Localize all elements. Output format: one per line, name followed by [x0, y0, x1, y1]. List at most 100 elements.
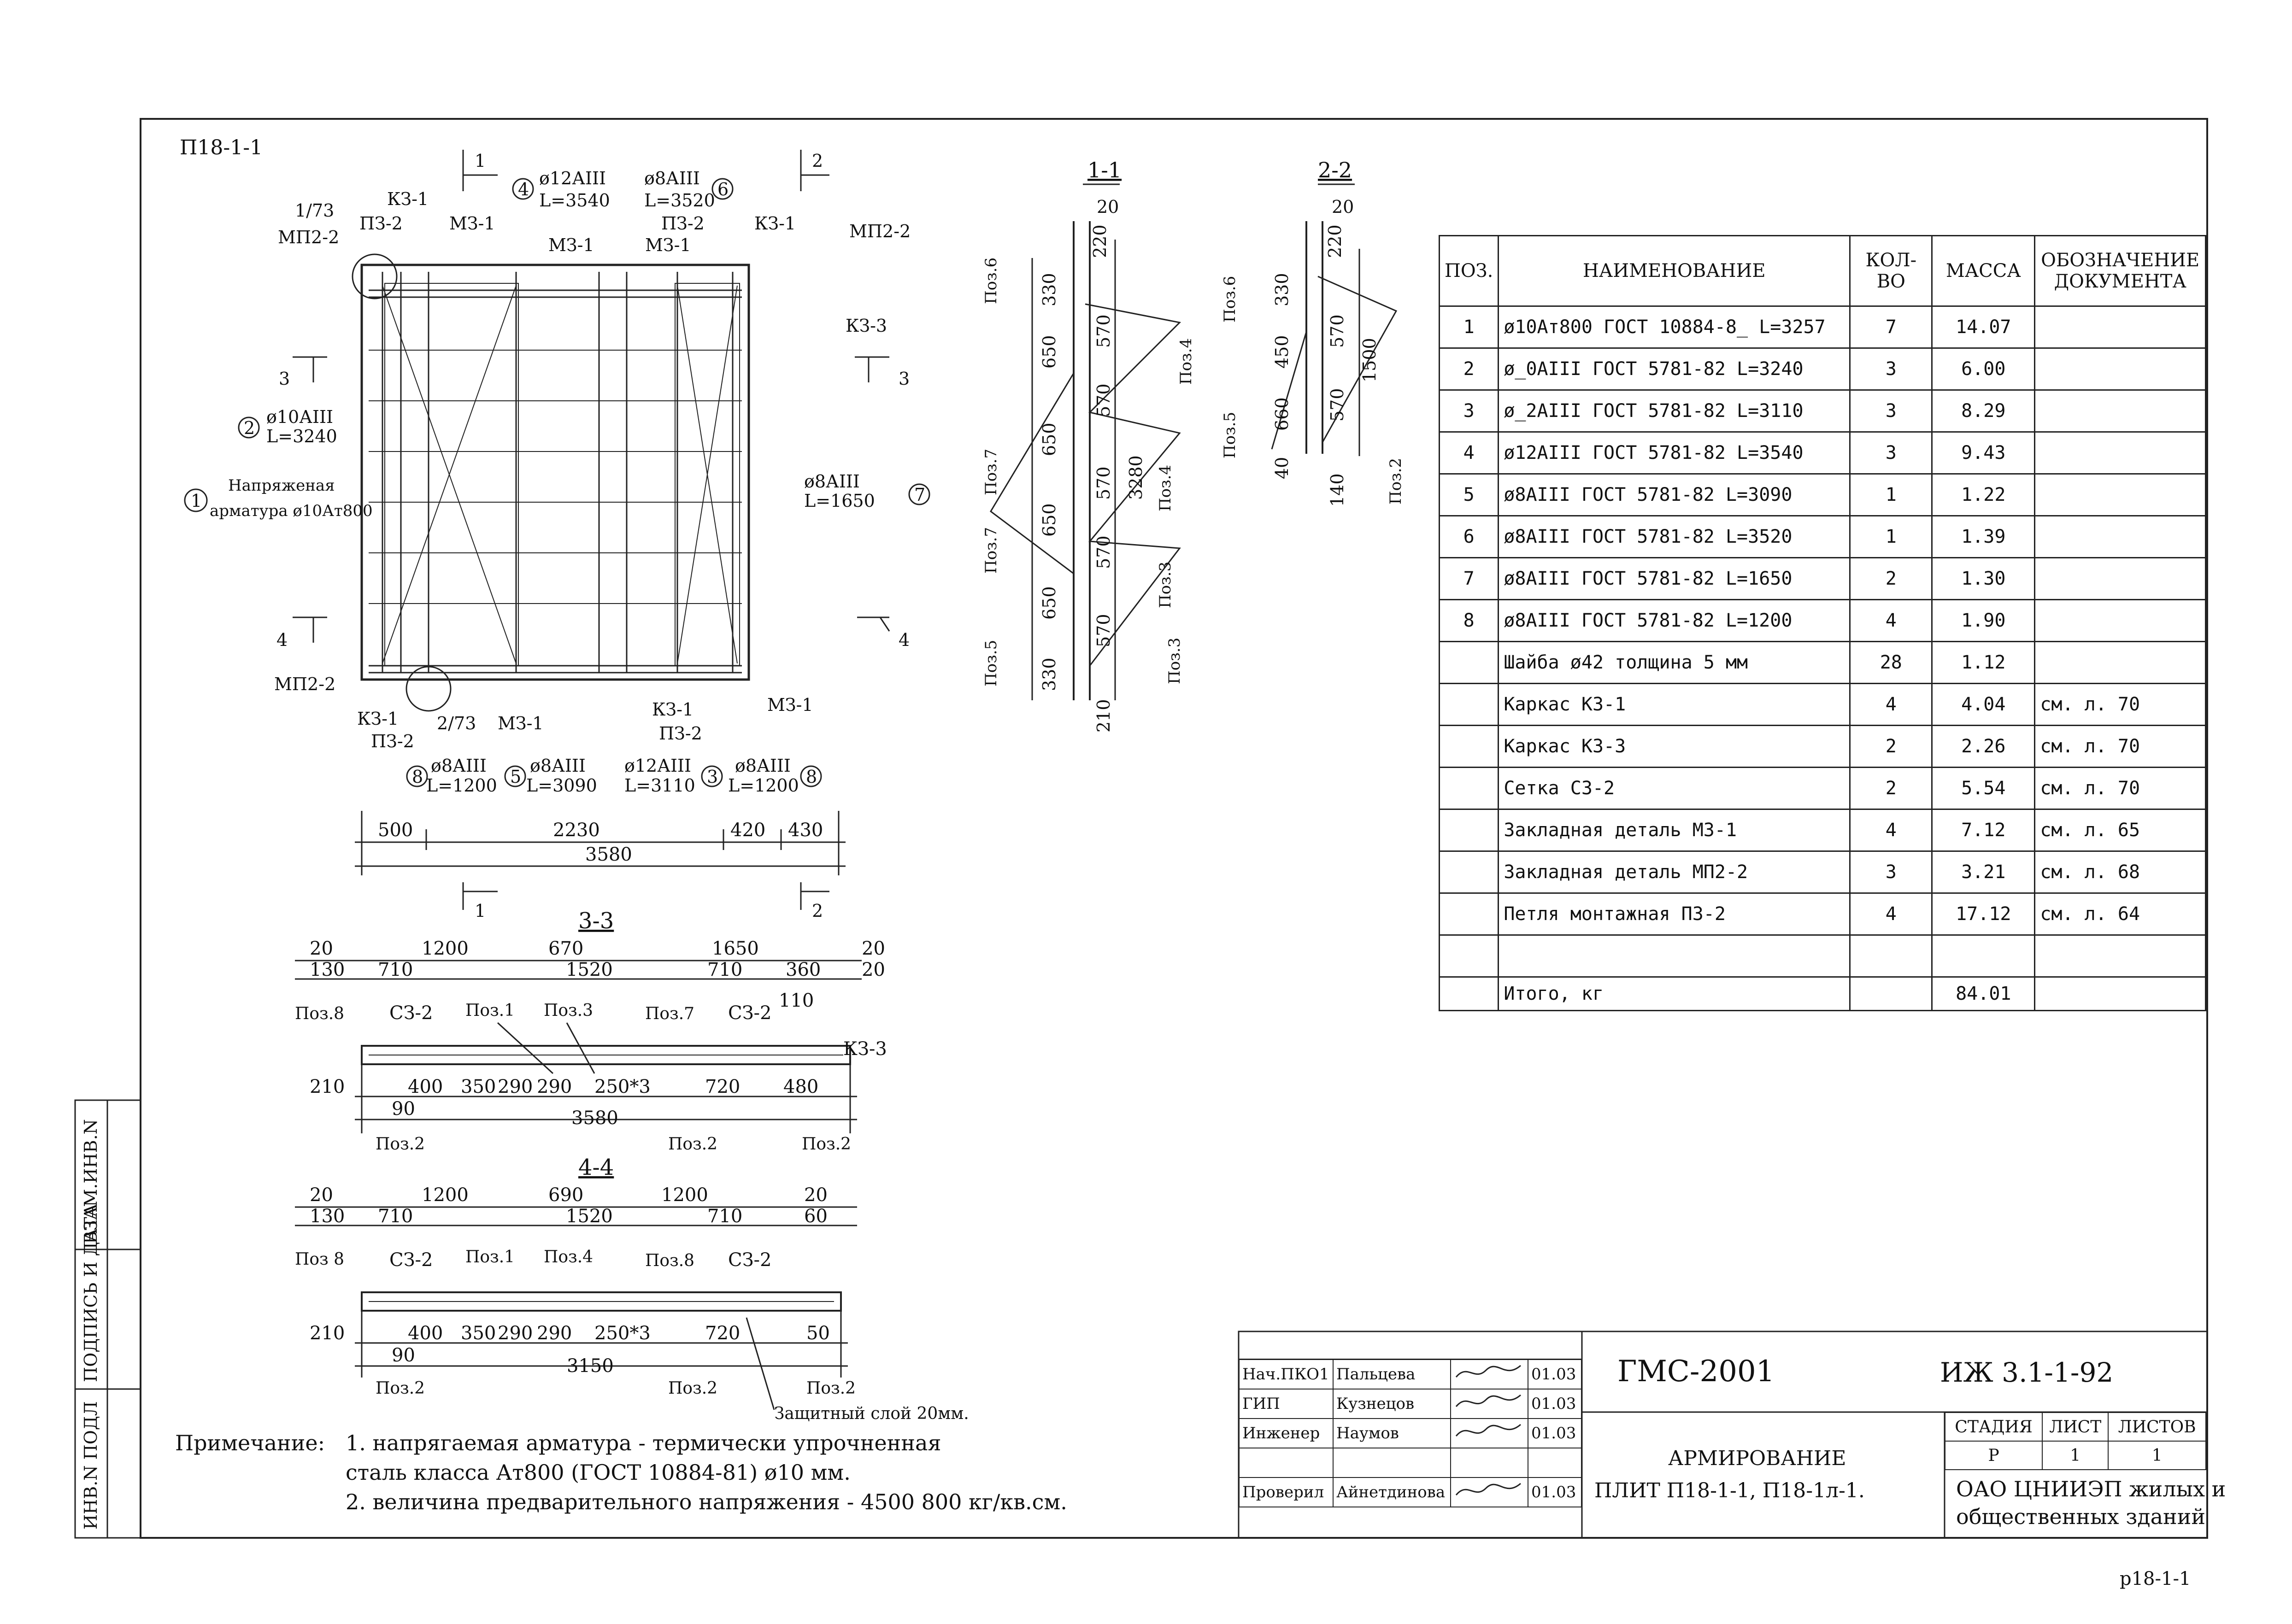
pos-label: Поз 8	[295, 1250, 344, 1269]
label-k31: КЗ-1	[357, 709, 399, 729]
cell-mass: 6.00	[1931, 347, 2036, 391]
signer-name: Пальцева	[1332, 1359, 1451, 1389]
specification-table: ПОЗ. НАИМЕНОВАНИЕ КОЛ-ВО МАССА ОБОЗНАЧЕН…	[1438, 235, 2206, 1011]
signer-date: 01.03	[1528, 1359, 1582, 1389]
cut-mark: 4	[899, 630, 910, 650]
cell-pos	[1438, 934, 1499, 978]
cell-pos	[1438, 850, 1499, 894]
drawing-title: АРМИРОВАНИЕ	[1668, 1447, 1846, 1470]
notes-heading: Примечание:	[175, 1431, 325, 1455]
signature-mark	[1455, 1394, 1521, 1407]
pos-label: Поз.2	[802, 1135, 851, 1154]
signer-role: ГИП	[1239, 1389, 1334, 1419]
dim-value: 20	[1097, 197, 1119, 217]
series-code: ИЖ 3.1-1-92	[1940, 1357, 2114, 1388]
pos-label: Поз.2	[668, 1379, 717, 1398]
label-k33: КЗ-3	[846, 316, 887, 336]
label-m31: МЗ-1	[498, 713, 544, 733]
signature-row	[1239, 1448, 1582, 1478]
pos-label: Поз.4	[1156, 465, 1175, 511]
col-pos: ПОЗ.	[1438, 235, 1499, 307]
rebar-label: ø8АIII	[804, 471, 860, 492]
rebar-label: ø8АIII	[735, 756, 791, 776]
label-p32: ПЗ-2	[359, 213, 403, 234]
rebar-length: L=1200	[728, 775, 799, 796]
dim-value: 20	[310, 938, 333, 959]
note-1-cont: сталь класса Ат800 (ГОСТ 10884-81) ø10 м…	[346, 1460, 851, 1485]
note-1: 1. напрягаемая арматура - термически упр…	[346, 1431, 941, 1455]
cell-qty: 3	[1849, 850, 1933, 894]
pos-label: Поз.3	[1165, 638, 1184, 684]
dim-value: 3280	[1126, 455, 1146, 500]
rebar-length: L=3090	[526, 775, 597, 796]
dim-value: 720	[705, 1323, 740, 1344]
col-qty: КОЛ-ВО	[1849, 235, 1933, 307]
dim-value: 330	[1039, 657, 1059, 691]
dim-value: 650	[1039, 586, 1059, 620]
signer-date: 01.03	[1528, 1418, 1582, 1448]
signer-name: Кузнецов	[1332, 1389, 1451, 1419]
section-title: 2-2	[1318, 158, 1352, 182]
total-label: Итого, кг	[1498, 976, 1851, 1011]
signature-mark	[1455, 1424, 1521, 1436]
signature-scribble	[1450, 1359, 1529, 1389]
sheet-label: П18-1-1	[180, 136, 263, 159]
cell-doc: см. л. 65	[2034, 809, 2206, 852]
pos-label: Поз.6	[982, 258, 1000, 304]
signer-name: Наумов	[1332, 1418, 1451, 1448]
dim-value: 650	[1039, 335, 1059, 369]
cell-name: ø8АIII ГОСТ 5781-82 L=1200	[1498, 599, 1851, 642]
cell-doc: см. л. 68	[2034, 850, 2206, 894]
cell-name: Сетка СЗ-2	[1498, 767, 1851, 810]
dim-value: 710	[378, 1206, 413, 1227]
dim-value: 20	[1332, 197, 1354, 217]
section-3-3	[295, 960, 862, 1133]
pos-number: 8	[806, 767, 817, 787]
sheets-header: ЛИСТОВ	[2108, 1412, 2206, 1442]
cell-qty: 3	[1849, 347, 1933, 391]
cell-name: ø8АIII ГОСТ 5781-82 L=3520	[1498, 515, 1851, 558]
dim-value: 650	[1039, 503, 1059, 537]
pos-label: Поз.7	[645, 1004, 694, 1023]
signer-name	[1332, 1448, 1451, 1478]
dim-value: 710	[707, 959, 742, 980]
rebar-length: L=3540	[539, 190, 610, 211]
cell-mass: 1.12	[1931, 641, 2036, 684]
cell-pos: 5	[1438, 473, 1499, 516]
rebar-length: L=3520	[644, 190, 715, 211]
sheets-value: 1	[2108, 1441, 2206, 1470]
cell-mass: 1.22	[1931, 473, 2036, 516]
label-m31: МЗ-1	[645, 235, 691, 255]
pos-label: Поз.5	[982, 640, 1000, 686]
cell-name: Закладная деталь МЗ-1	[1498, 809, 1851, 852]
col-name: НАИМЕНОВАНИЕ	[1498, 235, 1851, 307]
pos-label: СЗ-2	[389, 1249, 433, 1271]
stage-header: СТАДИЯ	[1944, 1412, 2043, 1442]
dim-value: 1520	[566, 959, 613, 980]
dim-value: 90	[392, 1098, 415, 1120]
cell-doc	[2034, 305, 2206, 349]
pos-label: СЗ-2	[389, 1003, 433, 1024]
signer-name: Айнетдинова	[1332, 1477, 1451, 1507]
pos-label: Поз.2	[668, 1135, 717, 1154]
cell-name	[1498, 934, 1851, 978]
dim-value: 1200	[661, 1184, 708, 1206]
cell-pos: 3	[1438, 389, 1499, 433]
cell-pos	[1438, 976, 1499, 1011]
dim-value: 20	[804, 1184, 828, 1206]
slab-plan	[352, 253, 750, 712]
col-doc: ОБОЗНАЧЕНИЕ ДОКУМЕНТА	[2034, 235, 2206, 307]
cell-name: Каркас КЗ-3	[1498, 725, 1851, 768]
dim-value: 570	[1327, 314, 1347, 348]
dim-value: 350	[461, 1323, 496, 1344]
dim-value: 480	[783, 1076, 818, 1097]
signature-scribble	[1450, 1418, 1529, 1448]
pos-label: КЗ-3	[843, 1038, 887, 1060]
rebar-length: L=1650	[804, 491, 875, 511]
label-p32: ПЗ-2	[661, 213, 705, 234]
dim-value: 350	[461, 1076, 496, 1097]
dim-value: 210	[310, 1076, 345, 1097]
rebar-label: ø12АIII	[624, 756, 691, 776]
